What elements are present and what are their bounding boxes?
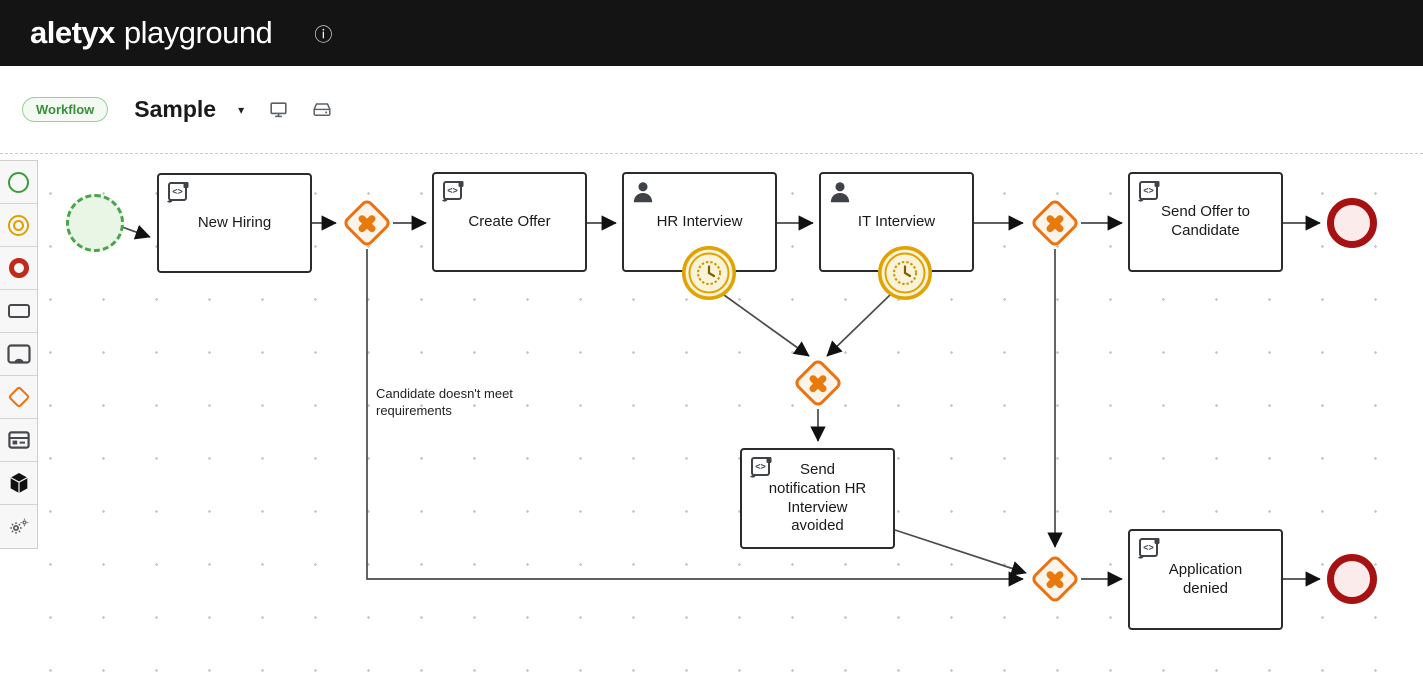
- palette-custom-tasks[interactable]: [0, 462, 37, 505]
- task-send-notification[interactable]: <> Send notification HR Interview avoide…: [740, 448, 895, 549]
- palette-end-events[interactable]: [0, 247, 37, 290]
- svg-text:<>: <>: [1143, 543, 1154, 553]
- timer-boundary-event-it[interactable]: [877, 245, 933, 301]
- gateway-icon: [7, 385, 30, 409]
- app-header: aletyx playground ⓘ: [0, 0, 1423, 66]
- workflow-type-badge: Workflow: [22, 97, 109, 122]
- task-application-denied[interactable]: <> Application denied: [1128, 529, 1283, 630]
- script-task-icon: <>: [442, 181, 464, 202]
- task-send-offer[interactable]: <> Send Offer to Candidate: [1128, 172, 1283, 272]
- task-label: New Hiring: [197, 213, 272, 231]
- chevron-down-icon[interactable]: ▾: [238, 102, 245, 117]
- script-task-icon: <>: [167, 182, 189, 203]
- flow-label-candidate[interactable]: Candidate doesn't meet requirements: [376, 386, 513, 418]
- svg-text:<>: <>: [447, 186, 458, 196]
- task-new-hiring[interactable]: <> New Hiring: [157, 173, 312, 273]
- palette-subprocesses[interactable]: [0, 333, 37, 376]
- sequence-flows: [121, 215, 1321, 587]
- service-task-icon: [9, 517, 29, 534]
- palette-intermediate-events[interactable]: [0, 204, 37, 247]
- timer-icon: [877, 245, 933, 301]
- user-task-icon: [830, 182, 850, 203]
- svg-text:<>: <>: [1143, 186, 1154, 196]
- script-task-icon: <>: [1138, 538, 1160, 559]
- info-icon[interactable]: ⓘ: [314, 25, 333, 45]
- user-task-icon: [633, 182, 653, 203]
- drive-icon[interactable]: [313, 102, 331, 117]
- palette-service-tasks[interactable]: [0, 505, 37, 548]
- logo-bold-text: aletyx: [30, 15, 115, 50]
- task-label: Application denied: [1168, 560, 1243, 597]
- workflow-name: Sample: [134, 96, 217, 122]
- app-logo: aletyx playground: [30, 15, 273, 51]
- script-task-icon: <>: [750, 457, 772, 478]
- timer-icon: [681, 245, 737, 301]
- palette-containers[interactable]: [0, 419, 37, 462]
- palette-start-events[interactable]: [0, 161, 37, 204]
- start-event-icon: [8, 171, 29, 193]
- task-create-offer[interactable]: <> Create Offer: [432, 172, 587, 272]
- intermediate-event-icon: [8, 214, 29, 236]
- end-event-offer-sent[interactable]: [1327, 198, 1377, 248]
- timer-boundary-event-hr[interactable]: [681, 245, 737, 301]
- container-icon: [7, 431, 30, 449]
- task-label: HR Interview: [656, 212, 743, 230]
- palette-tasks[interactable]: [0, 290, 37, 333]
- start-event[interactable]: [66, 194, 124, 252]
- task-label: IT Interview: [857, 212, 936, 230]
- task-label: Send Offer to Candidate: [1161, 203, 1250, 239]
- end-event-icon: [8, 258, 29, 278]
- diagram-canvas[interactable]: Candidate doesn't meet requirements <> N…: [0, 153, 1423, 696]
- palette-gateways[interactable]: [0, 376, 37, 419]
- logo-light-text: playground: [123, 15, 273, 50]
- task-icon: [7, 304, 30, 318]
- custom-task-icon: [9, 473, 28, 493]
- svg-text:<>: <>: [172, 187, 183, 197]
- subprocess-icon: [6, 344, 31, 364]
- task-label: Send notification HR Interview avoided: [768, 461, 867, 535]
- task-label: Create Offer: [468, 212, 551, 230]
- svg-text:<>: <>: [755, 462, 766, 472]
- end-event-denied[interactable]: [1327, 554, 1377, 604]
- monitor-icon[interactable]: [270, 101, 287, 118]
- toolbar: Workflow Sample ▾: [0, 66, 1423, 153]
- shape-palette: [0, 160, 38, 549]
- script-task-icon: <>: [1138, 181, 1160, 202]
